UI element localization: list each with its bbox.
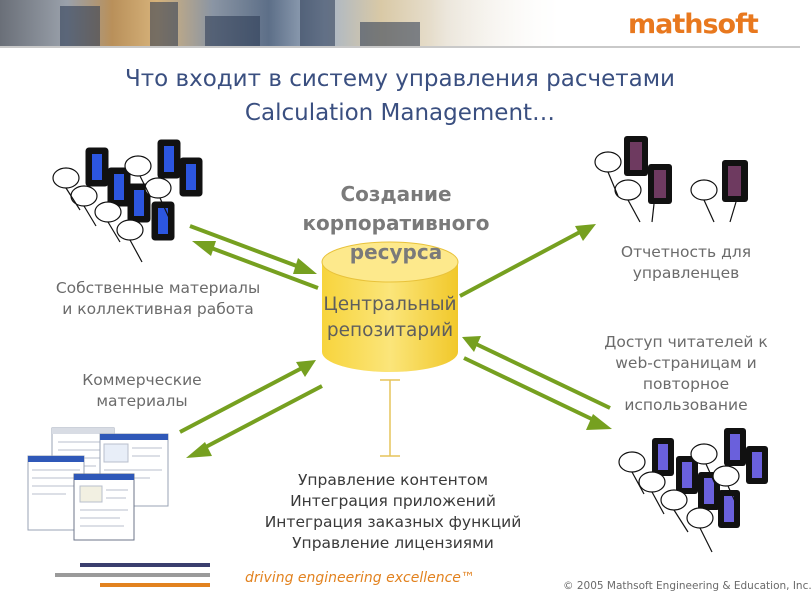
flow-arrows bbox=[179, 224, 612, 458]
feature-content-management: Управление контентом bbox=[297, 471, 489, 489]
slide-title: Что входит в систему управления расчетам… bbox=[0, 62, 800, 130]
web-readers-label: Доступ читателей к web-страницам и повто… bbox=[588, 332, 784, 416]
corporate-resource-label: Создание корпоративного ресурса bbox=[262, 180, 530, 267]
feature-custom-functions: Интеграция заказных функций bbox=[264, 513, 522, 531]
title-line-1: Что входит в систему управления расчетам… bbox=[124, 66, 676, 92]
reporting-line-2: управленцев bbox=[632, 264, 740, 282]
own-materials-devices-icon bbox=[52, 139, 203, 263]
arrow-left-bottom-to-center bbox=[179, 360, 316, 434]
commercial-materials-documents-icon bbox=[27, 427, 169, 541]
arrow-right-bottom-to-center bbox=[462, 336, 611, 410]
reporting-line-1: Отчетность для bbox=[620, 243, 752, 261]
banner-fade bbox=[430, 0, 800, 46]
corp-line-2: корпоративного bbox=[302, 211, 490, 235]
own-materials-label: Собственные материалы и коллективная раб… bbox=[40, 278, 276, 320]
arrow-center-to-left-bottom bbox=[186, 384, 323, 458]
web-readers-devices-icon bbox=[618, 428, 768, 553]
footer-line-dark bbox=[80, 563, 210, 567]
management-reporting-devices-icon bbox=[594, 136, 748, 223]
arrow-center-to-right-bottom bbox=[463, 356, 612, 430]
management-reporting-label: Отчетность для управленцев bbox=[606, 242, 766, 284]
arrow-center-to-left-top bbox=[192, 241, 319, 290]
commercial-materials-label: Коммерческие материалы bbox=[62, 370, 222, 412]
web-readers-line-1: Доступ читателей к bbox=[604, 333, 768, 351]
web-readers-line-4: использование bbox=[624, 396, 748, 414]
corp-line-3: ресурса bbox=[349, 240, 443, 264]
footer-copyright: © 2005 Mathsoft Engineering & Education,… bbox=[563, 580, 812, 592]
web-readers-line-2: web-страницам и bbox=[615, 354, 757, 372]
commercial-line-2: материалы bbox=[96, 392, 188, 410]
own-materials-line-2: и коллективная работа bbox=[62, 300, 254, 318]
central-repository-cylinder bbox=[321, 241, 459, 372]
feature-license-management: Управление лицензиями bbox=[292, 534, 494, 552]
header-divider bbox=[0, 46, 800, 48]
footer-tagline: driving engineering excellence™ bbox=[245, 570, 475, 586]
title-line-2: Calculation Management… bbox=[244, 100, 556, 126]
corp-line-1: Создание bbox=[340, 182, 452, 206]
arrow-left-top-to-center bbox=[189, 224, 317, 274]
footer-line-orange bbox=[100, 583, 210, 587]
central-repository-label: Центральный репозитарий bbox=[290, 292, 490, 344]
header-banner: mathsoft bbox=[0, 0, 800, 46]
repo-line-1: Центральный bbox=[323, 294, 457, 315]
commercial-line-1: Коммерческие bbox=[82, 371, 202, 389]
repo-line-2: репозитарий bbox=[326, 320, 454, 341]
repository-connector bbox=[380, 379, 400, 457]
arrow-center-to-right-top bbox=[459, 224, 596, 298]
features-list: Управление контентом Интеграция приложен… bbox=[238, 470, 548, 554]
mathsoft-logo: mathsoft bbox=[628, 9, 759, 40]
web-readers-line-3: повторное bbox=[642, 375, 730, 393]
own-materials-line-1: Собственные материалы bbox=[55, 279, 261, 297]
footer-line-grey bbox=[55, 573, 210, 577]
feature-app-integration: Интеграция приложений bbox=[290, 492, 496, 510]
